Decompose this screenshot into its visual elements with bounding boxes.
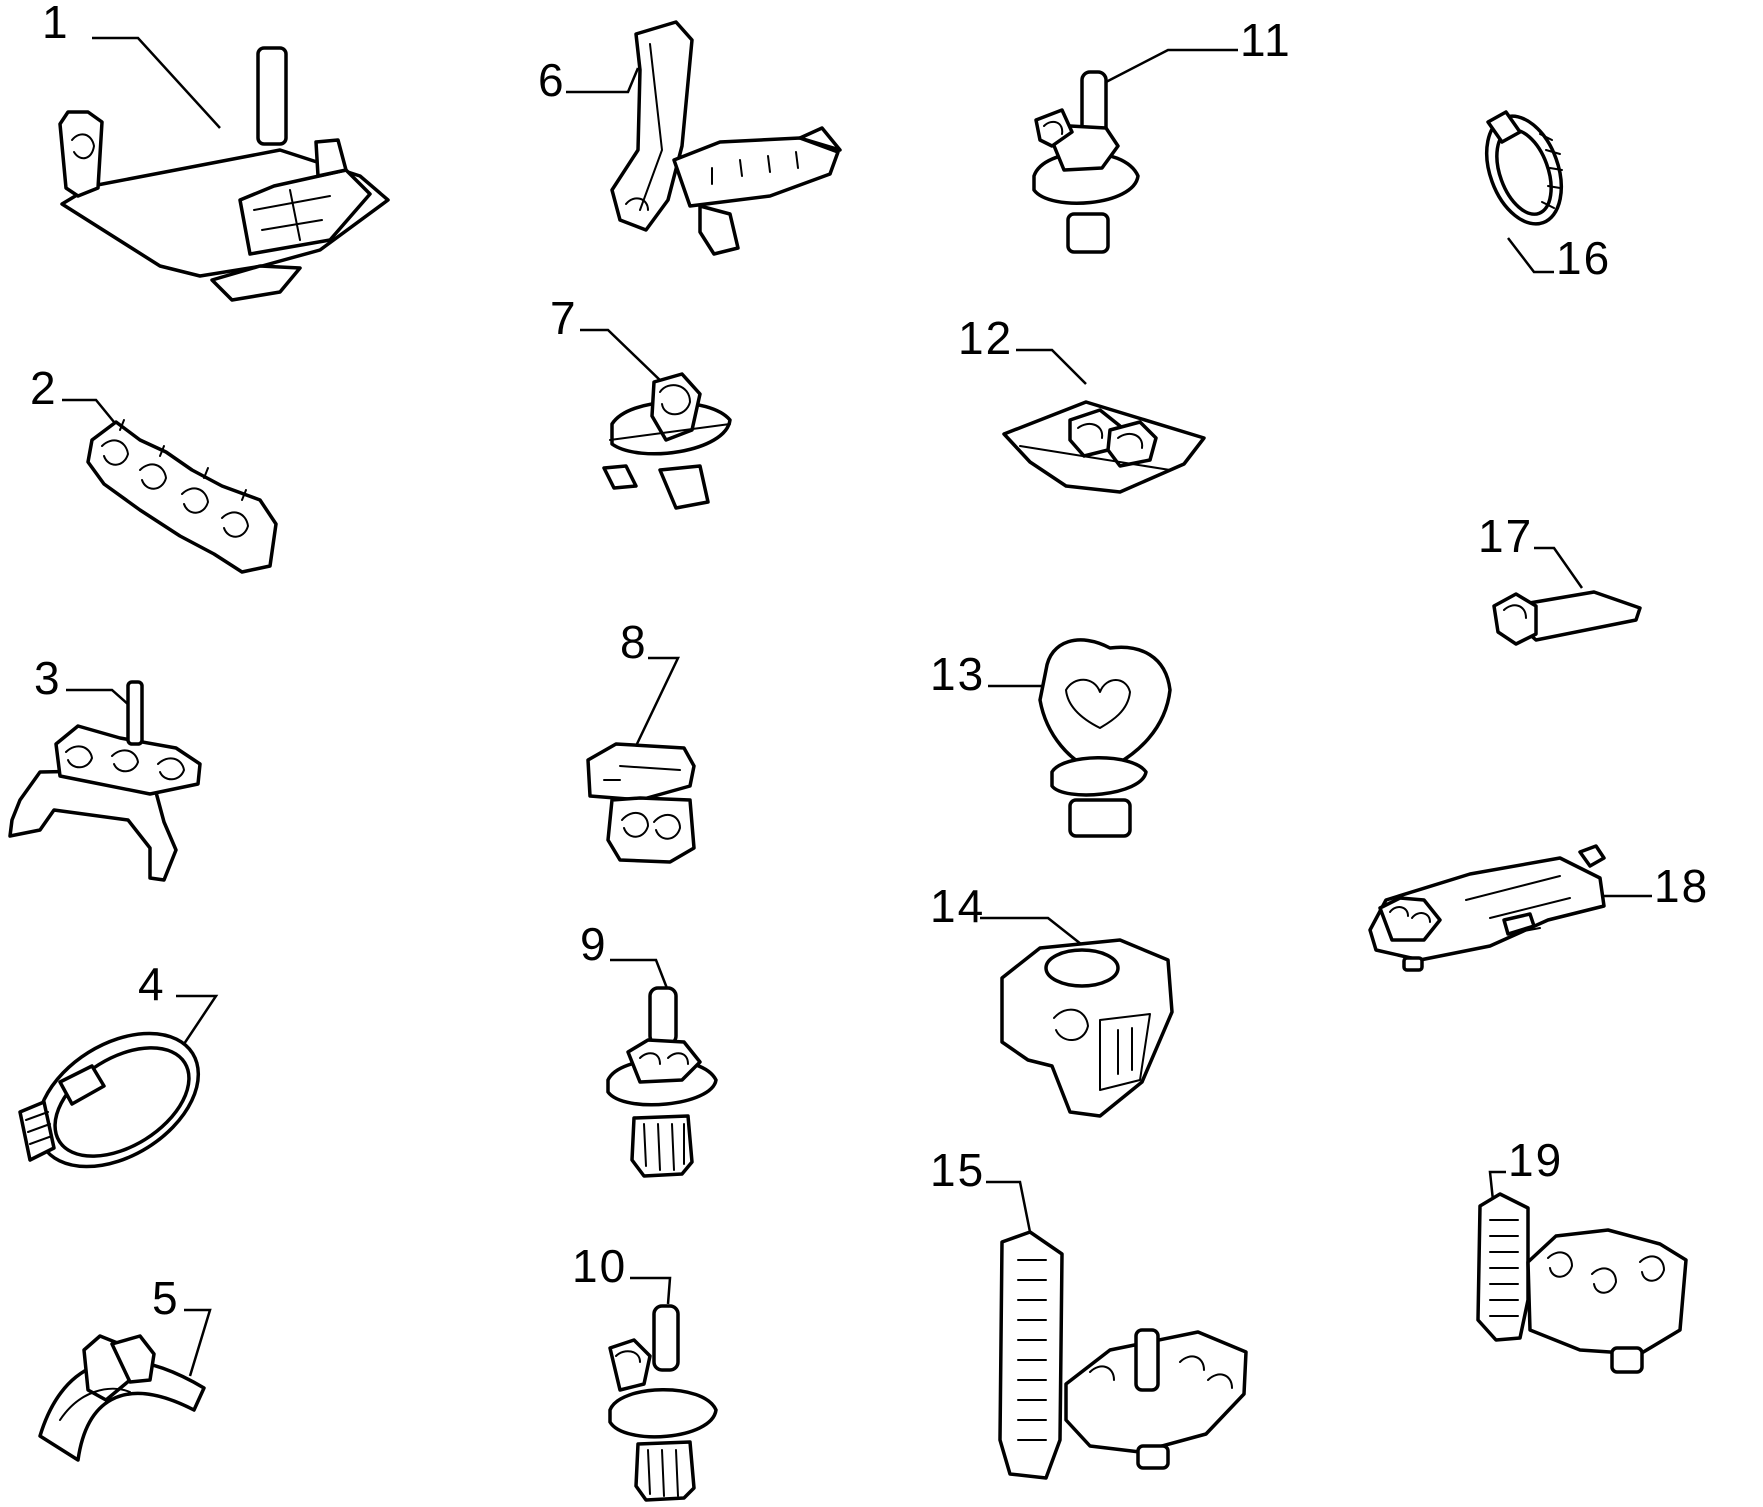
label-9: 9: [580, 918, 608, 970]
part-18-flat-bracket: [1368, 844, 1606, 972]
part-13-large-clip: [1038, 638, 1172, 838]
label-3: 3: [34, 652, 62, 704]
part-10-push-pin: [608, 1304, 718, 1502]
leader-3: [66, 688, 131, 707]
label-2: 2: [30, 362, 58, 414]
leader-14: [980, 916, 1087, 949]
part-1-bracket: [58, 46, 390, 302]
leader-2: [62, 398, 115, 423]
part-6-long-clip: [610, 20, 842, 256]
label-17: 17: [1478, 510, 1533, 562]
part-11-push-pin: [1032, 70, 1140, 254]
leader-17: [1534, 546, 1584, 589]
part-2-clip-strip: [86, 419, 278, 574]
label-10: 10: [572, 1240, 627, 1292]
part-4-hose-clamp: [18, 1031, 201, 1169]
leader-6: [566, 67, 640, 94]
part-3-bracket-clip: [8, 680, 202, 882]
leader-5: [184, 1308, 212, 1377]
label-19: 19: [1508, 1134, 1563, 1186]
label-16: 16: [1556, 232, 1611, 284]
part-15-comb-bracket: [998, 1230, 1248, 1480]
label-7: 7: [550, 292, 578, 344]
part-19-comb-clip: [1476, 1192, 1688, 1374]
part-14-clip-block: [1000, 938, 1174, 1118]
label-8: 8: [620, 616, 648, 668]
label-4: 4: [138, 958, 166, 1010]
part-17-strap-clip: [1492, 590, 1642, 646]
label-6: 6: [538, 54, 566, 106]
leader-8: [634, 656, 680, 747]
label-14: 14: [930, 880, 985, 932]
leader-9: [610, 958, 672, 997]
leader-7: [580, 328, 665, 385]
label-12: 12: [958, 312, 1013, 364]
part-8-double-clip: [586, 742, 696, 864]
leader-15: [986, 1180, 1032, 1233]
leader-10: [630, 1276, 672, 1305]
label-13: 13: [930, 648, 985, 700]
part-7-push-clip: [602, 372, 732, 510]
label-1: 1: [42, 0, 70, 48]
leader-16: [1507, 237, 1554, 274]
part-5-saddle-clip: [38, 1334, 206, 1462]
label-15: 15: [930, 1144, 985, 1196]
part-12-plate-clip: [1002, 400, 1206, 494]
leader-11: [1105, 48, 1238, 84]
label-11: 11: [1240, 14, 1292, 66]
part-9-push-pin: [606, 986, 718, 1178]
label-5: 5: [152, 1272, 180, 1324]
leader-12: [1016, 348, 1087, 385]
label-18: 18: [1654, 860, 1709, 912]
leader-1: [92, 36, 221, 129]
part-16-small-clamp: [1484, 110, 1564, 226]
